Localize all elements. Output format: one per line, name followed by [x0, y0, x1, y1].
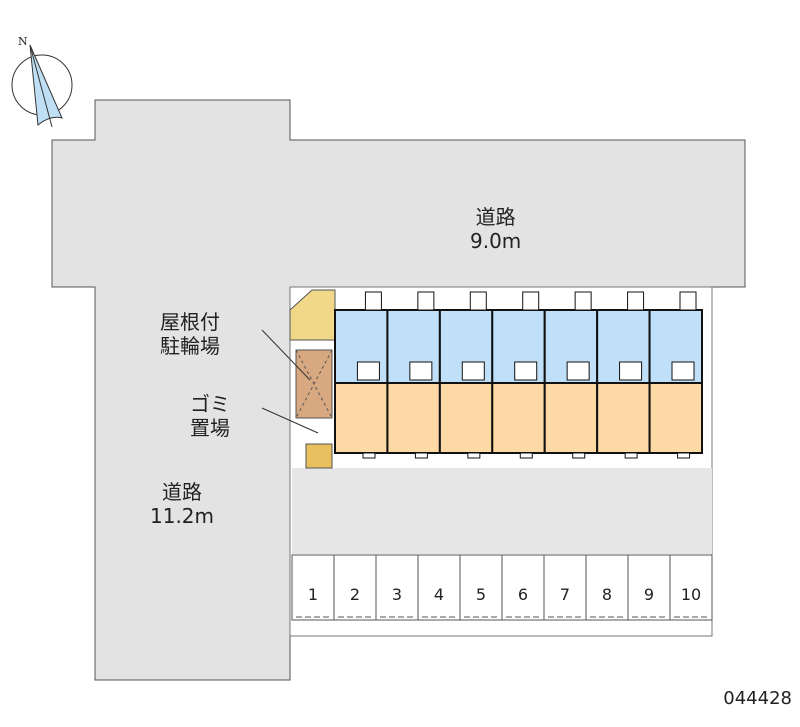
garbage-label: ゴミ置場 — [190, 392, 230, 440]
unit — [596, 291, 651, 459]
parking-space-outline — [459, 554, 503, 621]
bicycle-parking-label: 屋根付駐輪場 — [160, 310, 220, 358]
unit-balcony — [522, 291, 540, 311]
parking-space-outline — [543, 554, 587, 621]
parking-space-number: 1 — [308, 585, 318, 604]
unit-room — [543, 382, 599, 454]
unit — [334, 291, 389, 459]
property-code: 044428 — [723, 688, 792, 709]
unit — [491, 291, 546, 459]
parking-space: 9 — [627, 554, 671, 621]
unit-window — [572, 452, 586, 459]
unit-window — [467, 452, 481, 459]
parking-space-outline — [333, 554, 377, 621]
parking-space: 6 — [501, 554, 545, 621]
unit — [543, 291, 599, 459]
parking-space-number: 6 — [518, 585, 528, 604]
parking-space: 4 — [417, 554, 461, 621]
road-area — [51, 99, 746, 681]
parking-space: 8 — [585, 554, 629, 621]
parking-space: 3 — [375, 554, 419, 621]
parking-space-number: 7 — [560, 585, 570, 604]
unit-balcony — [627, 291, 645, 311]
parking-spaces: 1 2 3 4 5 6 7 8 9 10 — [291, 554, 713, 621]
parking-space-number: 5 — [476, 585, 486, 604]
parking-space-outline — [501, 554, 545, 621]
parking-space-number: 2 — [350, 585, 360, 604]
unit-room — [648, 382, 703, 454]
unit-room — [386, 382, 441, 454]
unit-window — [362, 452, 376, 459]
unit-balcony — [364, 291, 382, 311]
unit-balcony — [574, 291, 592, 311]
unit-kitchen — [566, 361, 590, 381]
unit — [438, 291, 494, 459]
parking-space: 7 — [543, 554, 587, 621]
parking-space-number: 9 — [644, 585, 654, 604]
parking-space: 1 — [291, 554, 335, 621]
parking-lot-aisle — [292, 468, 712, 554]
parking-space-number: 4 — [434, 585, 444, 604]
compass-icon — [11, 44, 73, 128]
parking-space-number: 10 — [681, 585, 701, 604]
unit-window — [414, 452, 428, 459]
unit — [386, 291, 441, 459]
apartment-units — [334, 291, 703, 459]
unit-balcony — [679, 291, 697, 311]
parking-space-number: 8 — [602, 585, 612, 604]
unit-window — [624, 452, 638, 459]
north-label: N — [18, 35, 28, 48]
parking-space-number: 3 — [392, 585, 402, 604]
roads — [51, 99, 746, 681]
unit-kitchen — [619, 361, 643, 381]
parking-space-outline — [585, 554, 629, 621]
unit-kitchen — [671, 361, 695, 381]
garbage-area — [305, 443, 333, 469]
unit-window — [677, 452, 691, 459]
parking-space-outline — [417, 554, 461, 621]
parking-space: 2 — [333, 554, 377, 621]
unit-room — [596, 382, 651, 454]
unit-balcony — [469, 291, 487, 311]
unit-kitchen — [356, 361, 380, 381]
unit — [648, 291, 703, 459]
unit-room — [334, 382, 389, 454]
unit-balcony — [417, 291, 435, 311]
unit-kitchen — [409, 361, 433, 381]
unit-kitchen — [514, 361, 538, 381]
parking-space: 10 — [669, 554, 713, 621]
parking-space: 5 — [459, 554, 503, 621]
unit-room — [491, 382, 546, 454]
parking-space-outline — [669, 554, 713, 621]
unit-kitchen — [461, 361, 485, 381]
unit-room — [438, 382, 494, 454]
parking-space-outline — [627, 554, 671, 621]
unit-window — [519, 452, 533, 459]
